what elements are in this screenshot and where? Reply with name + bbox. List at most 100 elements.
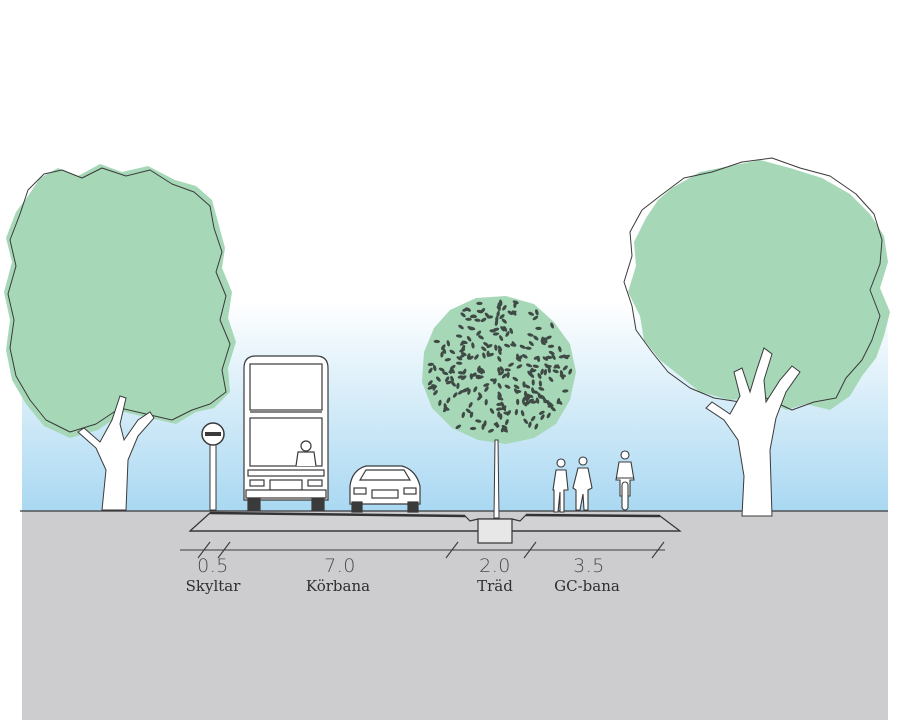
leaf-mark (550, 406, 556, 412)
leaf-mark (509, 327, 514, 334)
leaf-mark (512, 376, 519, 382)
leaf-mark (520, 410, 525, 417)
leaf-mark (501, 318, 507, 324)
car (349, 465, 421, 513)
leaf-mark (438, 399, 442, 407)
leaf-mark (489, 329, 496, 333)
leaf-mark (469, 314, 477, 318)
leaf-mark (457, 389, 464, 395)
leaf-mark (528, 398, 534, 403)
leaf-mark (526, 393, 531, 400)
bus (243, 355, 329, 511)
leaf-mark (478, 392, 483, 398)
left-tree-canopy-outline (7, 167, 231, 433)
leaf-mark (467, 388, 471, 395)
leaf-mark (500, 401, 505, 408)
leaf-mark (480, 317, 487, 323)
leaf-mark (445, 376, 450, 383)
leaf-mark (508, 362, 514, 367)
leaf-mark (532, 390, 539, 394)
leaf-mark (486, 315, 494, 319)
leaf-mark (562, 365, 568, 371)
leaf-mark (460, 312, 466, 318)
leaf-mark (450, 364, 456, 370)
leaf-mark (474, 354, 479, 360)
leaf-mark (493, 422, 500, 428)
leaf-mark (562, 389, 569, 393)
leaf-mark (457, 375, 464, 379)
leaf-mark (471, 342, 475, 349)
leaf-mark (501, 373, 507, 379)
leaf-mark (484, 399, 488, 406)
leaf-mark (451, 381, 456, 387)
leaf-mark (475, 419, 482, 423)
leaf-mark (435, 376, 441, 382)
leaf-mark (504, 384, 511, 389)
leaf-mark (442, 371, 449, 376)
leaf-mark (522, 401, 528, 407)
leaf-mark (497, 356, 502, 362)
leaf-mark (534, 423, 539, 430)
leaf-mark (545, 335, 552, 340)
leaf-mark (461, 340, 468, 345)
leaf-mark (513, 388, 519, 394)
trad-width: 2.0 (479, 555, 511, 577)
center-tree (422, 296, 576, 519)
leaf-mark (469, 426, 477, 431)
leaf-mark (490, 378, 497, 382)
leaf-mark (545, 364, 552, 369)
leaf-mark (432, 364, 437, 372)
pedestrians (552, 456, 593, 513)
road-profile (188, 511, 682, 544)
leaf-mark (483, 420, 487, 427)
leaf-mark (460, 351, 467, 357)
leaf-mark (443, 403, 448, 410)
leaf-mark (446, 340, 451, 347)
leaf-mark (568, 368, 573, 375)
leaf-mark (500, 325, 505, 332)
leaf-mark (532, 364, 539, 368)
leaf-mark (446, 397, 451, 404)
leaf-mark (548, 376, 554, 382)
tick-5 (651, 541, 665, 559)
leaf-mark (525, 346, 532, 350)
leaf-mark (456, 361, 463, 365)
leaf-mark (466, 336, 472, 342)
leaf-mark (467, 355, 474, 360)
leaf-mark (505, 331, 510, 337)
ground (22, 511, 888, 720)
leaf-mark (445, 380, 452, 385)
leaf-mark (559, 374, 566, 378)
leaf-mark (537, 373, 542, 379)
leaf-mark (531, 379, 535, 386)
leaf-mark (476, 301, 483, 306)
leaf-mark (502, 305, 507, 311)
leaf-mark (511, 341, 516, 348)
leaf-mark (533, 335, 539, 341)
leaf-mark (480, 308, 486, 314)
leaf-mark (538, 380, 543, 387)
tick-3 (445, 541, 459, 559)
leaf-mark (535, 326, 542, 331)
leaf-mark (457, 371, 465, 375)
leaf-mark (497, 300, 503, 307)
leaf-mark (456, 382, 460, 390)
right-tree (623, 157, 890, 517)
left-tree-trunk (77, 395, 155, 511)
leaf-mark (543, 369, 548, 376)
leaf-mark (540, 336, 545, 343)
leaf-mark (563, 354, 569, 360)
leaf-mark (499, 314, 505, 320)
center-tree-trunk (493, 439, 500, 519)
leaf-mark (547, 344, 555, 348)
cyclist (615, 450, 635, 511)
skyltar-label: Skyltar (185, 577, 241, 595)
leaf-mark (433, 339, 440, 344)
leaf-mark (554, 364, 561, 369)
leaf-mark (427, 362, 434, 367)
leaf-mark (499, 366, 505, 372)
leaf-mark (465, 408, 472, 414)
leaf-mark (542, 356, 549, 361)
right-tree-canopy-outline (623, 157, 883, 411)
